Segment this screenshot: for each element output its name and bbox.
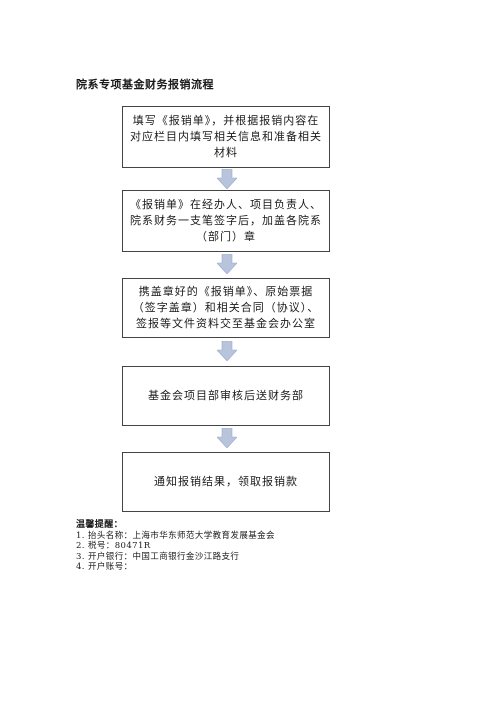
- down-arrow-icon: [217, 428, 237, 448]
- notes-heading: 温馨提醒：: [76, 520, 124, 530]
- note-item: 2. 税号：80471R: [76, 541, 151, 551]
- note-item: 1. 抬头名称：上海市华东师范大学教育发展基金会: [76, 530, 275, 541]
- step-4-box: 基金会项目部审核后送财务部: [122, 366, 330, 426]
- note-item: 4. 开户账号：: [76, 562, 133, 572]
- down-arrow-icon: [217, 341, 237, 361]
- note-item: 3. 开户银行：中国工商银行金沙江路支行: [76, 551, 240, 562]
- step-5-text: 通知报销结果，领取报销款: [154, 475, 298, 488]
- step-2-box: 《报销单》在经办人、项目负责人、院系财务一支笔签字后，加盖各院系（部门）章: [122, 190, 330, 252]
- down-arrow-icon: [217, 169, 237, 189]
- step-5-box: 通知报销结果，领取报销款: [122, 452, 330, 512]
- step-2-text: 《报销单》在经办人、项目负责人、院系财务一支笔签字后，加盖各院系（部门）章: [130, 198, 322, 243]
- step-3-text: 携盖章好的《报销单》、原始票据（签字盖章）和相关合同（协议）、签报等文件资料交至…: [132, 285, 320, 330]
- page-title: 院系专项基金财务报销流程: [76, 78, 214, 91]
- reminder-notes: 温馨提醒： 1. 抬头名称：上海市华东师范大学教育发展基金会 2. 税号：804…: [76, 520, 275, 573]
- step-1-box: 填写《报销单》，并根据报销内容在对应栏目内填写相关信息和准备相关材料: [122, 106, 330, 168]
- step-3-box: 携盖章好的《报销单》、原始票据（签字盖章）和相关合同（协议）、签报等文件资料交至…: [122, 278, 330, 338]
- step-4-text: 基金会项目部审核后送财务部: [148, 389, 304, 402]
- down-arrow-icon: [217, 254, 237, 274]
- step-1-text: 填写《报销单》，并根据报销内容在对应栏目内填写相关信息和准备相关材料: [130, 114, 322, 159]
